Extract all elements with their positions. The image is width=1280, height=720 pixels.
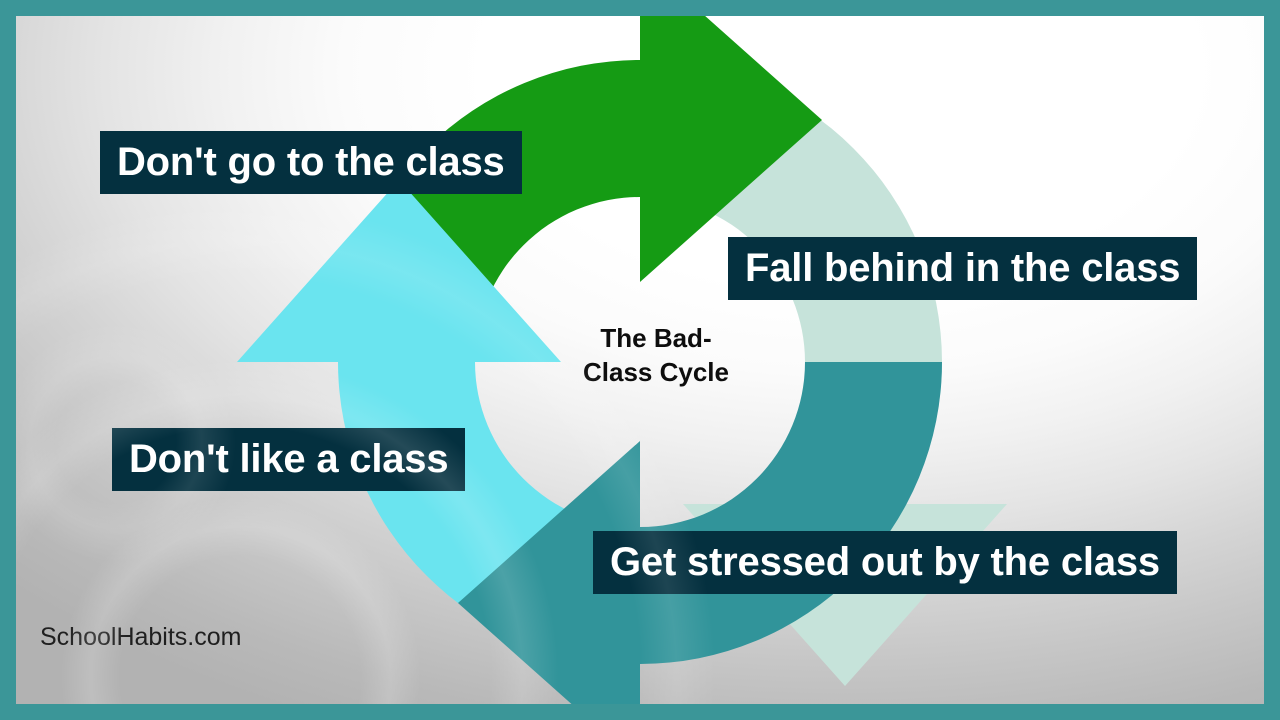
infographic-stage: Don't go to the class Fall behind in the… <box>16 16 1264 704</box>
step-label-dont-like-a-class[interactable]: Don't like a class <box>112 428 466 491</box>
center-title: The Bad- Class Cycle <box>556 321 756 390</box>
center-title-line-1: The Bad- <box>600 323 712 353</box>
center-title-line-2: Class Cycle <box>583 357 729 388</box>
step-label-get-stressed-out-by-the-class[interactable]: Get stressed out by the class <box>593 531 1177 594</box>
cycle-diagram-svg <box>237 16 1007 704</box>
step-label-dont-go-to-the-class[interactable]: Don't go to the class <box>100 131 522 194</box>
site-credit: SchoolHabits.com <box>40 623 242 651</box>
step-label-fall-behind-in-the-class[interactable]: Fall behind in the class <box>728 237 1198 300</box>
